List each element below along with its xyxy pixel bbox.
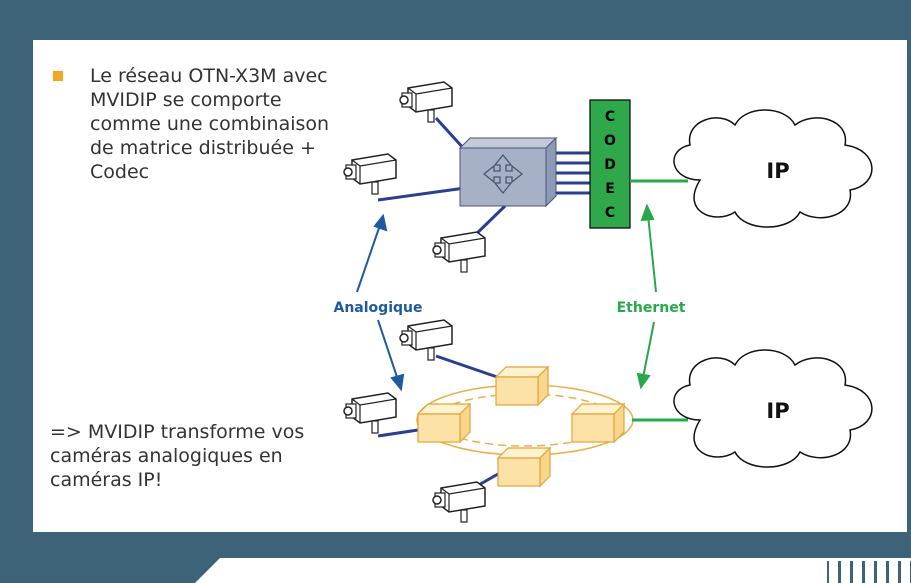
codec-letter: O <box>604 133 616 149</box>
camera-icon <box>399 319 453 361</box>
footer-stripe <box>865 561 874 583</box>
conclusion-text: => MVIDIP transforme vos caméras analogi… <box>50 421 305 491</box>
switch-arrows-icon <box>482 153 524 195</box>
footer-stripe <box>853 561 862 583</box>
footer-stripe <box>877 561 886 583</box>
codec-letter: E <box>605 181 615 197</box>
camera-icon <box>399 81 453 123</box>
ring-node <box>497 447 551 487</box>
bullet-marker <box>53 71 63 81</box>
codec-box: C O D E C <box>589 99 631 229</box>
footer-stripe <box>889 561 898 583</box>
camera-icon <box>343 392 397 434</box>
camera-icon <box>432 481 486 523</box>
cable-cam1-switch <box>434 116 467 152</box>
ethernet-arrow-down <box>636 321 655 390</box>
cable-cam5-node <box>377 428 419 438</box>
codec-letter: C <box>605 205 615 221</box>
codec-letter: C <box>605 109 615 125</box>
ring-node <box>495 366 549 406</box>
analog-arrow-up <box>356 213 388 293</box>
bullet-text: Le réseau OTN-X3M avec MVIDIP se comport… <box>90 65 330 183</box>
footer-stripe <box>901 561 910 583</box>
footer-tab <box>195 558 911 583</box>
ring-node <box>571 403 625 443</box>
matrix-switch <box>458 136 558 208</box>
footer-stripe <box>841 561 850 583</box>
ethernet-arrow-up <box>640 203 657 293</box>
footer-stripe <box>829 561 838 583</box>
cable-cam2-switch <box>377 186 466 202</box>
switch-codec-links <box>556 151 590 195</box>
analog-arrow-down <box>377 319 405 392</box>
codec-letter: D <box>604 157 616 173</box>
camera-icon <box>343 153 397 195</box>
ip-top-label: IP <box>766 159 789 183</box>
ethernet-label: Ethernet <box>617 300 686 316</box>
analog-label: Analogique <box>334 300 423 316</box>
camera-icon <box>432 231 486 273</box>
ip-bottom-label: IP <box>766 399 789 423</box>
ring-node <box>417 403 471 443</box>
ip-cloud-bottom: IP <box>673 349 873 468</box>
cable-cam4-node <box>435 354 501 380</box>
ip-cloud-top: IP <box>673 109 873 228</box>
